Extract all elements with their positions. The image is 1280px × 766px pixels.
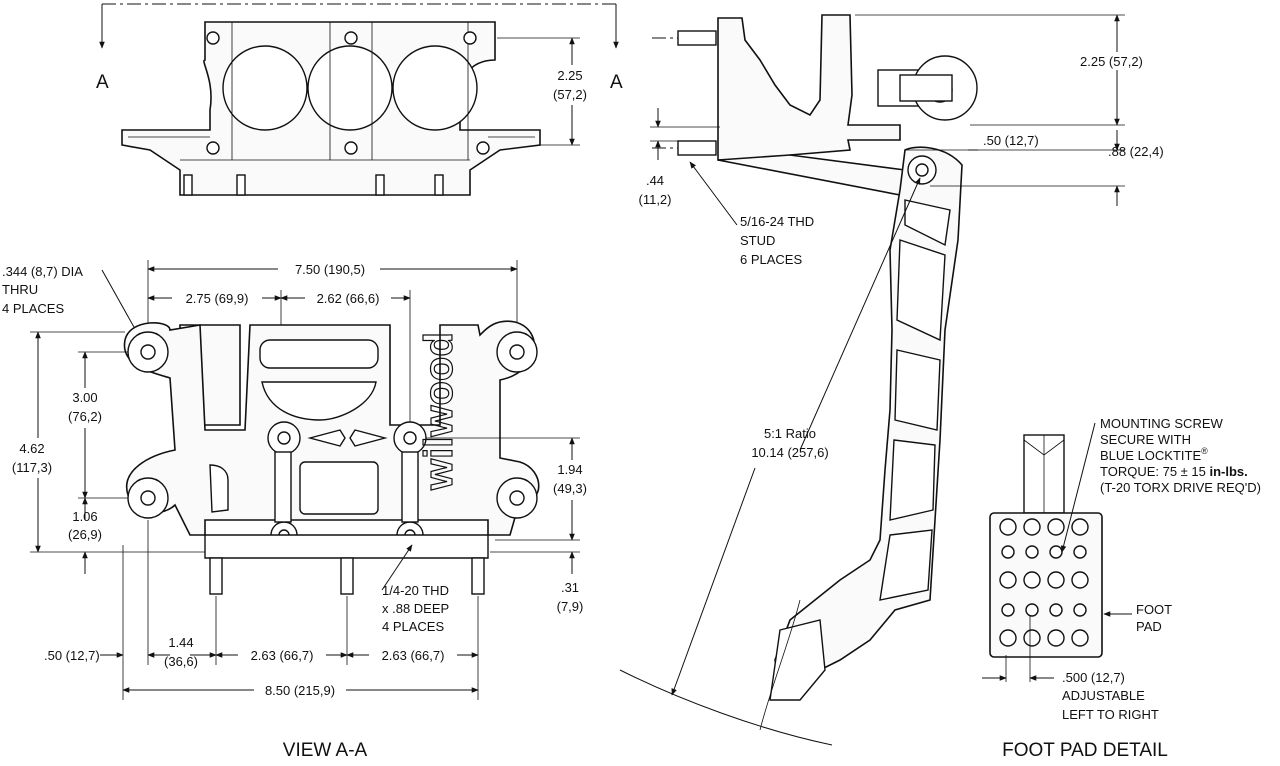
hole-spacing-dim: 3.00(76,2)	[68, 390, 102, 424]
cutout-right	[392, 45, 478, 131]
stud-spacing-1: 2.63 (66,7)	[251, 648, 314, 663]
pad-hole	[1071, 518, 1089, 536]
pad-hole	[1073, 603, 1087, 617]
base-width-dim: 8.50 (215,9)	[265, 683, 335, 698]
pad-hole	[1047, 629, 1065, 647]
stud-offset-dim: .44(11,2)	[639, 173, 672, 207]
pad-hole	[1023, 571, 1041, 589]
left-edge-dim: .50 (12,7)	[44, 648, 100, 663]
foot-pad	[989, 512, 1103, 658]
pad-hole	[999, 629, 1017, 647]
pedal-bracket	[717, 14, 901, 166]
pivot-height-dim: .88 (22,4)	[1108, 144, 1164, 159]
top-view: A A 2.25(57,2)	[96, 3, 623, 196]
pivot-offset-dim: .50 (12,7)	[983, 133, 1039, 148]
view-aa-title: VIEW A-A	[283, 740, 368, 761]
pad-hole	[1023, 518, 1041, 536]
center-offset-dim: 2.75 (69,9)	[186, 291, 249, 306]
overall-width-dim: 7.50 (190,5)	[295, 262, 365, 277]
pad-hole	[1049, 545, 1063, 559]
pad-hole	[1025, 545, 1039, 559]
hole-dia-note: .344 (8,7) DIA THRU 4 PLACES	[2, 264, 86, 316]
pad-hole	[1001, 545, 1015, 559]
top-height-dim-label: 2.25(57,2)	[553, 68, 587, 102]
foot-pad-title: FOOT PAD DETAIL	[1002, 740, 1168, 761]
section-label-left: A	[96, 72, 109, 93]
stud-spacing-2: 2.63 (66,7)	[382, 648, 445, 663]
lower-offset-dim: 1.06(26,9)	[68, 509, 102, 542]
pad-hole	[1025, 603, 1039, 617]
pad-hole	[1071, 571, 1089, 589]
pad-hole	[1073, 545, 1087, 559]
brand-mark: wilwood	[417, 332, 461, 491]
cutout-center	[307, 45, 393, 131]
first-stud-dim: 1.44(36,6)	[164, 635, 198, 669]
pad-hole	[1023, 629, 1041, 647]
section-label-right: A	[610, 72, 623, 93]
pad-hole	[1001, 603, 1015, 617]
pad-hole	[1047, 571, 1065, 589]
pad-hole	[1047, 518, 1065, 536]
pad-hole	[999, 571, 1017, 589]
side-top-height-dim: 2.25 (57,2)	[1080, 54, 1143, 69]
foot-pad-detail: MOUNTING SCREW SECURE WITH BLUE LOCKTITE…	[982, 416, 1261, 761]
plan-view: 7.50 (190,5) 2.75 (69,9) 2.62 (66,6) .34…	[2, 260, 594, 761]
overall-height-dim: 4.62(117,3)	[12, 441, 52, 475]
pad-hole	[999, 518, 1017, 536]
pad-hole	[1049, 603, 1063, 617]
cutout-left	[222, 45, 308, 131]
stud-height-dim: .31(7,9)	[557, 580, 584, 614]
side-view: 2.25 (57,2) .50 (12,7) .88 (22,4) .44(11…	[619, 14, 1164, 746]
slot-spacing-dim: 2.62 (66,6)	[317, 291, 380, 306]
pad-hole	[1071, 629, 1089, 647]
mounting-note: MOUNTING SCREW SECURE WITH BLUE LOCKTITE…	[1100, 416, 1261, 495]
right-height-dim: 1.94(49,3)	[553, 462, 587, 496]
